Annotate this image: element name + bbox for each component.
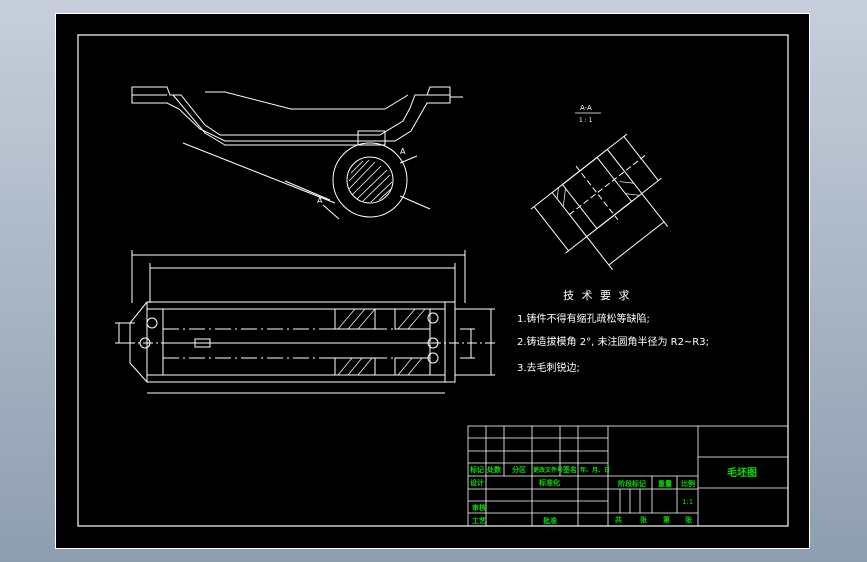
tb-count: 处数 <box>486 465 502 474</box>
tech-req-item-1: 1.铸件不得有缩孔疏松等缺陷; <box>517 312 650 325</box>
tech-req-item-2: 2.铸造拔模角 2°, 未注圆角半径为 R2~R3; <box>517 335 709 348</box>
side-view <box>131 86 463 220</box>
drawing-sheet: A A A-A 1 : 1 <box>55 13 810 549</box>
inner-frame <box>77 34 789 527</box>
tb-process: 工艺 <box>472 516 486 525</box>
tb-approve: 批准 <box>543 516 557 525</box>
tb-sheet-word-2: 张 <box>685 515 693 524</box>
tb-sign: 签名 <box>562 465 577 474</box>
technical-requirements: 技 术 要 求 1.铸件不得有缩孔疏松等缺陷; 2.铸造拔模角 2°, 未注圆角… <box>517 289 709 374</box>
tb-mark: 标记 <box>469 465 484 474</box>
tb-scale: 比例 <box>681 479 695 488</box>
plan-view <box>115 250 495 394</box>
tb-drawing-name: 毛坯图 <box>727 466 757 479</box>
tb-date: 年、月、日 <box>580 466 610 474</box>
tb-review: 审核 <box>472 503 486 512</box>
tb-change-doc: 更改文件号 <box>533 466 563 474</box>
outer-frame <box>55 13 810 549</box>
tech-req-title: 技 术 要 求 <box>563 289 632 302</box>
tb-scale-value: 1:1 <box>682 498 693 506</box>
section-aa-view <box>530 133 669 271</box>
tb-standardize: 标准化 <box>538 478 560 487</box>
tech-req-item-3: 3.去毛刺锐边; <box>517 361 580 374</box>
section-scale: 1 : 1 <box>579 117 593 124</box>
tb-zone: 分区 <box>512 465 526 474</box>
section-label: A-A <box>580 104 592 112</box>
tb-total: 共 <box>615 515 622 524</box>
title-block: 标记 处数 分区 更改文件号 签名 年、月、日 设计 标准化 审核 工艺 批准 … <box>467 425 789 527</box>
tb-design: 设计 <box>470 478 484 487</box>
tb-sheet-word: 张 <box>640 515 648 524</box>
view-arrow-label: A <box>400 147 406 156</box>
view-arrow-label-2: A <box>317 196 323 205</box>
tb-stage-mark: 阶段标记 <box>618 479 646 488</box>
tb-no-word: 第 <box>663 515 670 524</box>
drawing-canvas: A A A-A 1 : 1 <box>55 13 810 549</box>
tb-weight: 重量 <box>658 479 672 488</box>
